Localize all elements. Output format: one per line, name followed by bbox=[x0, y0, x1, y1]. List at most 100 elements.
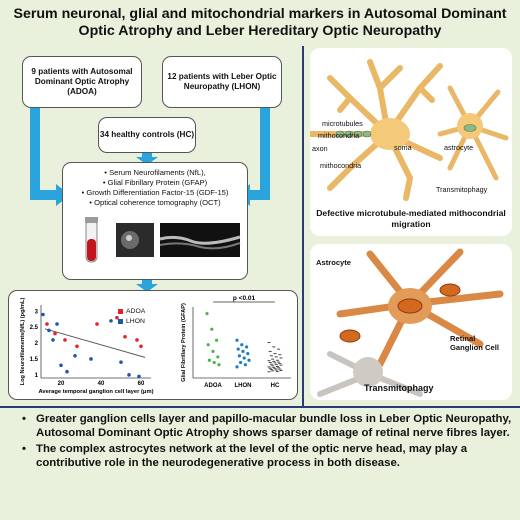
data-point-adoa bbox=[135, 338, 139, 342]
data-point-adoa bbox=[205, 312, 209, 316]
data-point-lhon bbox=[241, 349, 245, 353]
data-point-adoa bbox=[123, 334, 127, 339]
data-point-lhon bbox=[235, 365, 239, 369]
marker-item: Serum Neurofilaments (NfL), bbox=[63, 168, 247, 178]
data-point-lhon bbox=[65, 369, 69, 374]
data-point-adoa bbox=[216, 355, 220, 359]
label-astrocyte: Astrocyte bbox=[316, 258, 352, 267]
data-point-lhon bbox=[239, 360, 243, 365]
data-point-adoa bbox=[206, 343, 210, 347]
data-point-lhon bbox=[235, 338, 239, 342]
y-tick-label: 2.5 bbox=[30, 325, 39, 331]
marker-item: Glial Fibrillary Protein (GFAP) bbox=[63, 178, 247, 188]
page-title: Serum neuronal, glial and mitochondrial … bbox=[13, 6, 507, 39]
y-axis-label: Glial Fibrillary Protein (GFAP) bbox=[181, 303, 187, 382]
data-point-lhon bbox=[246, 351, 250, 356]
legend-label: ADOA bbox=[126, 308, 146, 315]
data-point-lhon bbox=[47, 328, 51, 333]
legend-item-adoa: ADOA bbox=[118, 307, 145, 317]
x-tick-label: ADOA bbox=[204, 383, 222, 389]
label-transmitophagy: Transmitophagy bbox=[364, 383, 434, 393]
data-point-lhon bbox=[243, 363, 247, 367]
markers-list: Serum Neurofilaments (NfL), Glial Fibril… bbox=[63, 168, 247, 208]
conclusions-list: Greater ganglion cells layer and papillo… bbox=[14, 412, 514, 472]
data-point-lhon bbox=[51, 338, 55, 342]
data-point-lhon bbox=[73, 353, 77, 358]
data-point-adoa bbox=[53, 331, 57, 336]
adoa-group-box: 9 patients with Autosomal Dominant Optic… bbox=[22, 56, 142, 108]
data-point-adoa bbox=[217, 363, 221, 367]
fundus-image bbox=[116, 223, 154, 257]
data-point-lhon bbox=[59, 363, 63, 368]
data-point-lhon bbox=[137, 374, 141, 379]
astrocyte-panel: Astrocyte Retinal Ganglion Cell Transmit… bbox=[310, 244, 512, 400]
nfl-chart-legend: ADOA LHON bbox=[118, 307, 145, 327]
data-point-lhon bbox=[109, 319, 113, 323]
p-value-annotation: p <0.01 bbox=[233, 295, 256, 302]
data-point-adoa bbox=[139, 344, 143, 349]
vertical-divider bbox=[302, 46, 304, 406]
lhon-group-text: 12 patients with Leber Optic Neuropathy … bbox=[167, 72, 277, 91]
data-point-adoa bbox=[207, 358, 211, 362]
label-mitochondria-top: mithocondria bbox=[318, 131, 360, 140]
data-point-adoa bbox=[211, 349, 215, 353]
data-point-adoa bbox=[75, 344, 79, 349]
neuron-illustration bbox=[310, 59, 509, 201]
astrocyte-illustration bbox=[317, 248, 504, 397]
blood-tube-icon bbox=[85, 217, 98, 263]
data-point-lhon bbox=[237, 354, 241, 358]
marker-item: Growth Differentiation Factor-15 (GDF-15… bbox=[63, 188, 247, 198]
data-point-lhon bbox=[55, 322, 59, 326]
x-tick-label: 40 bbox=[98, 381, 105, 387]
oct-scan-image bbox=[159, 223, 241, 257]
data-point-adoa bbox=[212, 360, 216, 365]
y-axis-label: Log Neurofilaments(NfL) (pg/mL) bbox=[20, 298, 26, 386]
marker-item: Optical coherence tomography (OCT) bbox=[63, 198, 247, 208]
data-point-lhon bbox=[236, 347, 240, 351]
data-point-lhon bbox=[41, 312, 45, 317]
neuron-panel: microtubules mithocondria axon soma mith… bbox=[310, 48, 512, 236]
hc-group-box: 34 healthy controls (HC) bbox=[98, 117, 196, 153]
gfap-dot-plot: Glial Fibrillary Protein (GFAP) ADOA LHON H… bbox=[181, 295, 291, 389]
conclusion-item: Greater ganglion cells layer and papillo… bbox=[14, 412, 514, 440]
x-tick-label: 60 bbox=[138, 381, 145, 387]
x-tick-label: LHON bbox=[235, 383, 252, 389]
label-axon: axon bbox=[312, 144, 328, 153]
conclusion-item: The complex astrocytes network at the le… bbox=[14, 442, 514, 470]
y-tick-label: 1 bbox=[35, 373, 39, 379]
y-tick-label: 3 bbox=[35, 309, 39, 315]
x-tick-label: HC bbox=[271, 383, 280, 389]
hc-group-text: 34 healthy controls (HC) bbox=[99, 130, 195, 139]
trend-line bbox=[44, 328, 146, 358]
data-point-lhon bbox=[119, 360, 123, 364]
label-soma: soma bbox=[394, 143, 412, 152]
horizontal-divider bbox=[0, 406, 520, 408]
y-tick-label: 1.5 bbox=[30, 357, 39, 363]
label-microtubules: microtubules bbox=[322, 119, 363, 128]
data-point-lhon bbox=[89, 357, 93, 361]
data-point-adoa bbox=[63, 338, 67, 342]
adoa-group-text: 9 patients with Autosomal Dominant Optic… bbox=[31, 67, 133, 96]
label-retinal-ganglion-cell: Retinal Ganglion Cell bbox=[450, 334, 499, 352]
data-point-adoa bbox=[215, 338, 219, 342]
data-point-adoa bbox=[95, 322, 99, 326]
x-axis-label: Average temporal ganglion cell layer (μm… bbox=[38, 389, 153, 395]
data-point-lhon bbox=[127, 373, 131, 377]
label-astrocyte: astrocyte bbox=[444, 143, 474, 152]
x-tick-label: 20 bbox=[58, 381, 65, 387]
data-point-adoa bbox=[45, 322, 49, 326]
data-point-lhon bbox=[245, 345, 249, 349]
label-transmitophagy: Transmitophagy bbox=[436, 185, 488, 194]
neuron-caption: Defective microtubule-mediated mithocond… bbox=[316, 208, 506, 229]
data-point-adoa bbox=[115, 315, 119, 320]
lhon-group-box: 12 patients with Leber Optic Neuropathy … bbox=[162, 56, 282, 108]
sample-images bbox=[85, 217, 241, 263]
label-mitochondria-bottom: mithocondria bbox=[320, 161, 362, 170]
data-point-adoa bbox=[210, 327, 214, 331]
data-point-lhon bbox=[240, 343, 244, 347]
legend-label: LHON bbox=[126, 318, 145, 325]
data-point-lhon bbox=[242, 356, 246, 360]
y-tick-label: 2 bbox=[35, 341, 39, 347]
